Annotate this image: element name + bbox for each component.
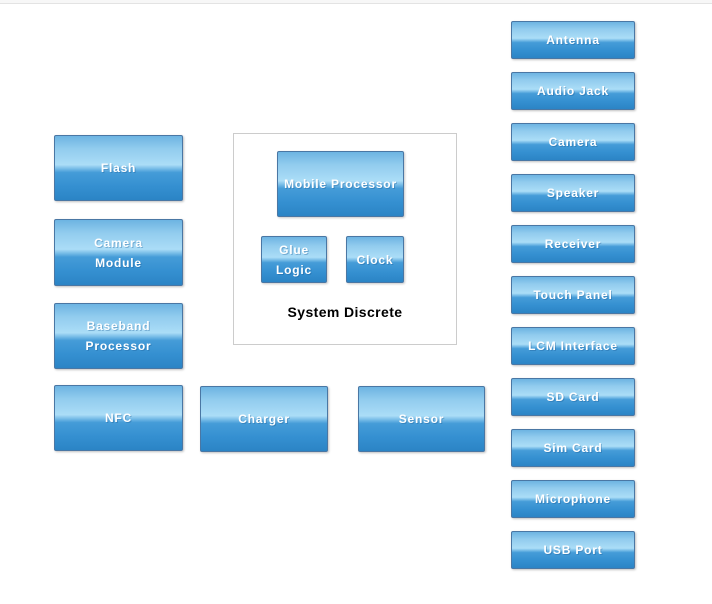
node-label: Camera Module [94, 235, 143, 270]
node-label: Antenna [546, 33, 600, 47]
node-antenna[interactable]: Antenna [511, 21, 635, 59]
node-mobile-processor[interactable]: Mobile Processor [277, 151, 404, 217]
node-sensor[interactable]: Sensor [358, 386, 485, 452]
system-discrete-title: System Discrete [287, 304, 403, 320]
node-usb-port[interactable]: USB Port [511, 531, 635, 569]
node-camera[interactable]: Camera [511, 123, 635, 161]
node-sim-card[interactable]: Sim Card [511, 429, 635, 467]
node-baseband-processor[interactable]: Baseband Processor [54, 303, 183, 369]
top-divider [0, 0, 712, 4]
node-label: Mobile Processor [284, 177, 397, 191]
node-label: Audio Jack [536, 84, 610, 98]
node-label: Speaker [546, 186, 600, 200]
node-label: Flash [100, 161, 137, 175]
node-label: LCM Interface [528, 339, 618, 353]
node-label: NFC [104, 411, 133, 425]
node-receiver[interactable]: Receiver [511, 225, 635, 263]
node-glue-logic[interactable]: Glue Logic [261, 236, 327, 283]
node-label: USB Port [543, 543, 603, 557]
node-audio-jack[interactable]: Audio Jack [511, 72, 635, 110]
node-label: SD Card [546, 390, 600, 404]
node-label: Charger [238, 412, 290, 426]
node-flash[interactable]: Flash [54, 135, 183, 201]
node-label: Baseband Processor [85, 319, 152, 353]
node-label: Touch Panel [533, 288, 613, 302]
node-clock[interactable]: Clock [346, 236, 404, 283]
node-label: Clock [356, 252, 394, 267]
node-label: Camera [548, 135, 598, 149]
node-microphone[interactable]: Microphone [511, 480, 635, 518]
node-camera-module[interactable]: Camera Module [54, 219, 183, 286]
node-nfc[interactable]: NFC [54, 385, 183, 451]
node-label: Microphone [535, 492, 611, 506]
node-charger[interactable]: Charger [200, 386, 328, 452]
node-label: Sensor [398, 412, 445, 426]
node-label: Glue Logic [276, 242, 312, 277]
node-sd-card[interactable]: SD Card [511, 378, 635, 416]
node-label: Sim Card [543, 441, 603, 455]
node-lcm-interface[interactable]: LCM Interface [511, 327, 635, 365]
node-speaker[interactable]: Speaker [511, 174, 635, 212]
node-label: Receiver [544, 237, 602, 251]
system-discrete-container: Mobile Processor Glue Logic Clock System… [233, 133, 457, 345]
node-touch-panel[interactable]: Touch Panel [511, 276, 635, 314]
